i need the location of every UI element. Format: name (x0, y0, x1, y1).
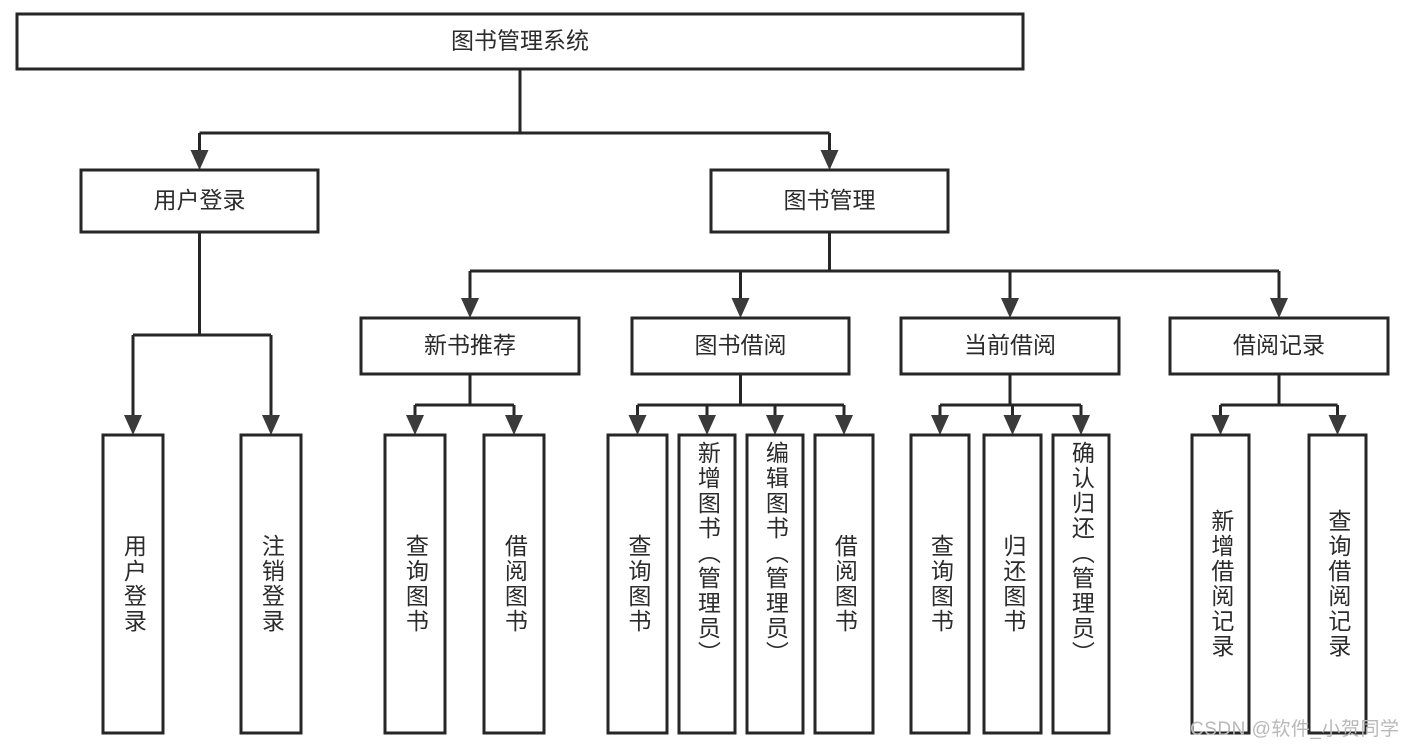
arrow-head-leaf-edit-book (766, 415, 784, 435)
arrow-head-leaf-user-logout (262, 415, 280, 435)
node-box-new-book-rec[interactable]: 新书推荐 (359, 316, 581, 376)
box-outline-current-borrow (899, 316, 1121, 376)
arrow-head-leaf-query-book-1 (406, 415, 424, 435)
arrow-head-leaf-query-book-2 (628, 415, 647, 435)
box-label-current-borrow: 当前借阅 (964, 332, 1056, 358)
node-box-leaf-edit-book[interactable] (745, 433, 805, 735)
arrow-head-leaf-borrow-book-2 (835, 415, 853, 435)
box-outline-leaf-user-login (101, 433, 165, 735)
node-box-leaf-query-record[interactable] (1307, 433, 1368, 735)
arrow-head-new-book-rec (461, 298, 479, 318)
arrow-head-leaf-confirm-return (1072, 415, 1090, 435)
box-outline-leaf-confirm-return (1051, 433, 1111, 735)
node-box-leaf-add-record[interactable] (1190, 433, 1251, 735)
box-outline-leaf-add-book (677, 433, 737, 735)
node-box-leaf-confirm-return[interactable] (1051, 433, 1111, 735)
node-box-root[interactable]: 图书管理系统 (15, 12, 1025, 71)
node-box-book-borrow[interactable]: 图书借阅 (630, 316, 851, 376)
watermark-text: CSDN @软件_小贺同学 (1190, 719, 1400, 740)
node-box-current-borrow[interactable]: 当前借阅 (899, 316, 1121, 376)
node-box-leaf-user-logout[interactable] (239, 433, 303, 735)
box-outline-leaf-query-book-2 (606, 433, 669, 735)
box-outline-leaf-query-book-3 (909, 433, 971, 735)
box-outline-leaf-borrow-book-1 (482, 433, 546, 735)
box-outline-borrow-record (1168, 316, 1390, 376)
box-label-new-book-rec: 新书推荐 (424, 332, 516, 358)
node-box-leaf-borrow-book-2[interactable] (813, 433, 875, 735)
arrow-head-leaf-add-record (1211, 415, 1230, 435)
box-outline-root (15, 12, 1025, 71)
arrow-head-leaf-borrow-book-1 (505, 415, 523, 435)
node-box-leaf-borrow-book-1[interactable] (482, 433, 546, 735)
node-box-leaf-return-book[interactable] (982, 433, 1043, 735)
arrow-head-current-borrow (1001, 298, 1019, 318)
box-label-root: 图书管理系统 (451, 28, 589, 54)
arrow-head-leaf-query-book-3 (931, 415, 949, 435)
box-outline-book-borrow (630, 316, 851, 376)
box-outline-new-book-rec (359, 316, 581, 376)
arrow-head-book-borrow (731, 298, 750, 318)
box-label-book-manage: 图书管理 (784, 187, 876, 213)
box-outline-leaf-return-book (982, 433, 1043, 735)
box-label-user-login: 用户登录 (154, 187, 246, 213)
box-outline-leaf-user-logout (239, 433, 303, 735)
box-label-book-borrow: 图书借阅 (695, 332, 787, 358)
node-box-leaf-add-book[interactable] (677, 433, 737, 735)
arrow-head-leaf-user-login (124, 415, 142, 435)
box-outline-leaf-edit-book (745, 433, 805, 735)
box-label-borrow-record: 借阅记录 (1233, 332, 1325, 358)
node-box-leaf-query-book-1[interactable] (383, 433, 447, 735)
box-outline-user-login (79, 168, 320, 234)
node-box-user-login[interactable]: 用户登录 (79, 168, 320, 234)
arrow-head-user-login (190, 150, 209, 170)
node-box-leaf-query-book-2[interactable] (606, 433, 669, 735)
box-outline-book-manage (709, 168, 950, 234)
arrow-head-borrow-record (1270, 298, 1288, 318)
box-outline-leaf-borrow-book-2 (813, 433, 875, 735)
box-outline-leaf-add-record (1190, 433, 1251, 735)
node-box-book-manage[interactable]: 图书管理 (709, 168, 950, 234)
arrow-head-book-manage (820, 150, 839, 170)
box-outline-leaf-query-record (1307, 433, 1368, 735)
connectors-layer (124, 69, 1347, 435)
arrow-head-leaf-return-book (1003, 415, 1022, 435)
node-box-leaf-user-login[interactable] (101, 433, 165, 735)
node-box-borrow-record[interactable]: 借阅记录 (1168, 316, 1390, 376)
arrow-head-leaf-query-record (1328, 415, 1347, 435)
arrow-head-leaf-add-book (698, 415, 716, 435)
box-outline-leaf-query-book-1 (383, 433, 447, 735)
node-box-leaf-query-book-3[interactable] (909, 433, 971, 735)
